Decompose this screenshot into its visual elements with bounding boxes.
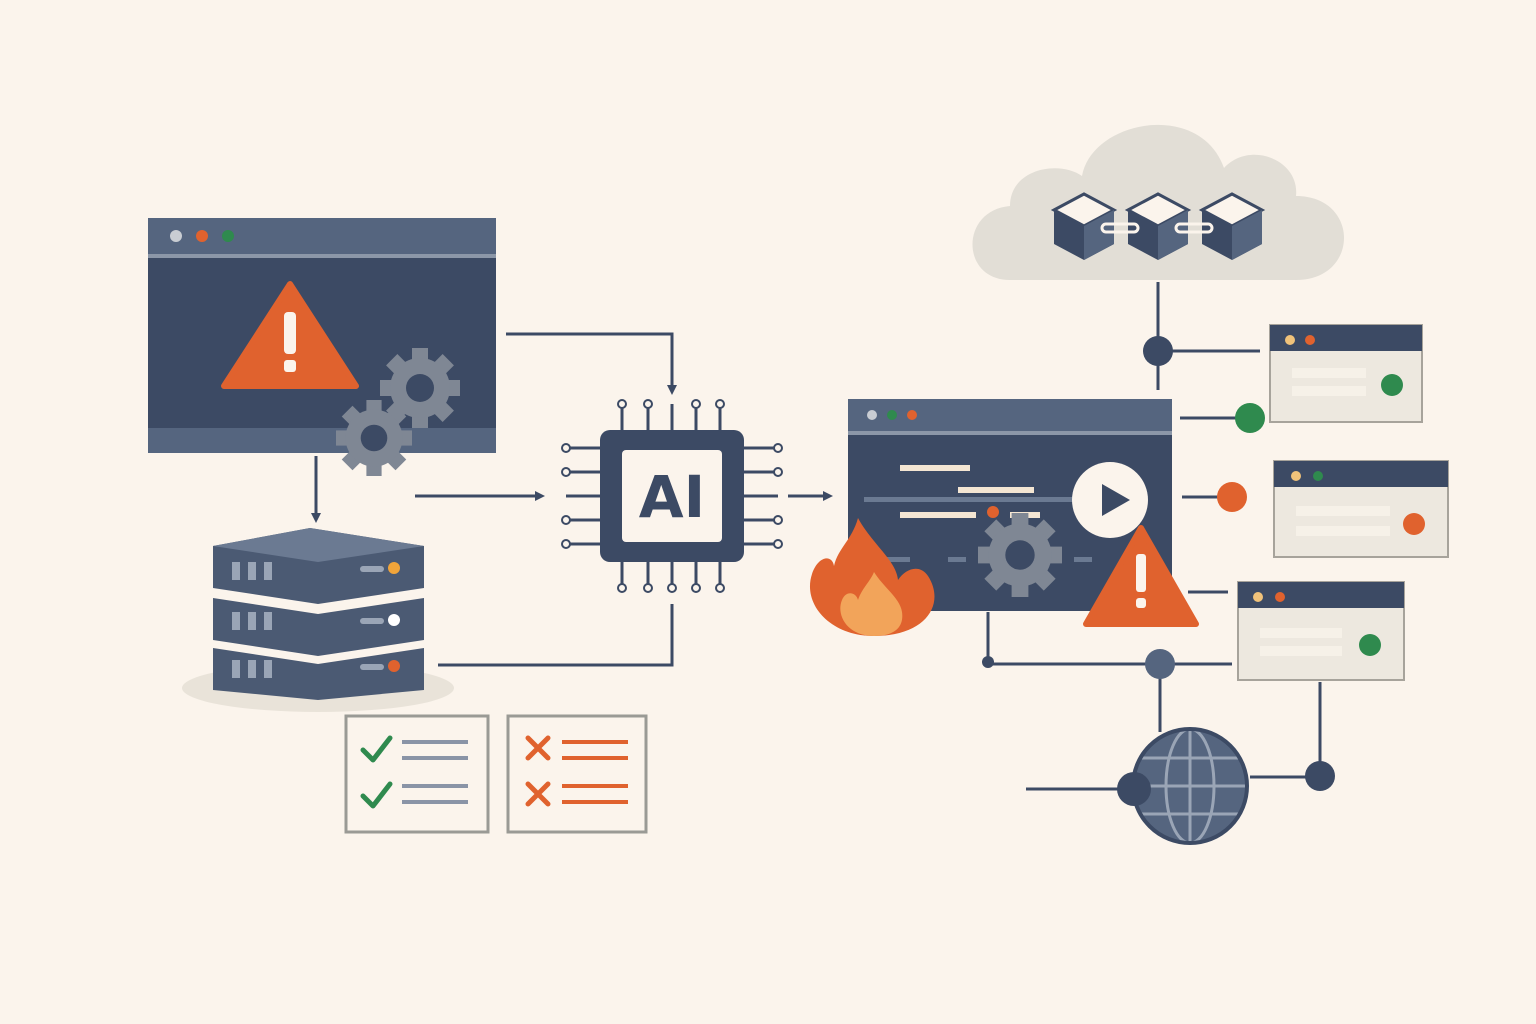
window-dot-orange <box>196 230 208 242</box>
checklist-fail <box>506 714 648 834</box>
node <box>1305 761 1335 791</box>
status-panel-3 <box>1237 581 1405 681</box>
node-orange <box>1217 482 1247 512</box>
server-unit-3 <box>213 648 424 700</box>
node <box>1117 772 1151 806</box>
ai-chip-label: AI <box>639 463 705 531</box>
server-unit-2 <box>213 598 424 656</box>
connector-server-to-ai <box>438 604 674 667</box>
window-dot-green <box>222 230 234 242</box>
warning-triangle-icon <box>1083 525 1199 627</box>
checkmark-icon <box>360 735 393 763</box>
node <box>1143 336 1173 366</box>
globe-icon <box>1117 727 1249 845</box>
status-dot-orange <box>1403 513 1425 535</box>
play-icon <box>1072 462 1148 538</box>
status-panel-1 <box>1269 324 1423 423</box>
server-led-3 <box>388 660 400 672</box>
fire-icon <box>809 518 935 636</box>
cube-icon <box>1050 192 1266 260</box>
window-dot-green <box>887 410 897 420</box>
window-dot-grey <box>170 230 182 242</box>
gear-icon <box>978 513 1062 597</box>
checklist-pass <box>344 714 490 834</box>
cross-icon <box>525 735 551 761</box>
status-dot-green <box>1359 634 1381 656</box>
cross-icon <box>525 781 551 807</box>
gear-icon <box>336 348 460 476</box>
checkmark-icon <box>360 781 393 809</box>
window-dot-grey <box>867 410 877 420</box>
window-dot-orange <box>907 410 917 420</box>
node-green <box>1235 403 1265 433</box>
server-led-2 <box>388 614 400 626</box>
server-led-1 <box>388 562 400 574</box>
chip-pins <box>566 404 778 588</box>
connector-alert-to-ai <box>506 332 677 395</box>
server-stack-icon <box>182 528 454 712</box>
status-dot-green <box>1381 374 1403 396</box>
warning-triangle-icon <box>221 281 359 389</box>
chain-link-icon <box>1100 222 1214 234</box>
network-nodes <box>982 336 1335 791</box>
status-panel-2 <box>1273 460 1449 558</box>
server-unit-1 <box>213 528 424 604</box>
node-small <box>982 656 994 668</box>
ai-chip: AI <box>561 399 783 593</box>
node <box>1145 649 1175 679</box>
